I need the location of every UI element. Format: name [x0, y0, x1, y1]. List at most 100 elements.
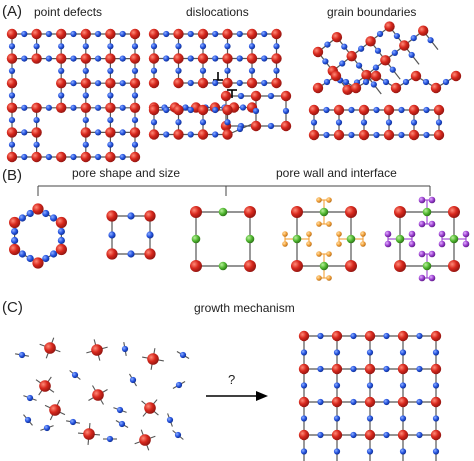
node-atom — [31, 151, 42, 163]
linker-atom — [18, 214, 27, 222]
node-atom — [250, 120, 262, 132]
node-atom — [408, 129, 420, 141]
node-atom — [448, 206, 460, 218]
node-atom — [148, 77, 160, 89]
linker-atom — [174, 431, 182, 439]
linker-atom — [116, 406, 124, 414]
functional-group-atom — [408, 240, 416, 248]
linker-atom-green — [346, 234, 356, 244]
node-atom — [32, 257, 44, 269]
linker-atom — [322, 58, 329, 65]
linker-atom — [129, 376, 137, 384]
linker-atom — [33, 117, 40, 124]
node-atom — [32, 203, 44, 215]
functional-group-atom — [438, 230, 446, 238]
linker-atom — [8, 67, 16, 74]
linker-atom — [70, 30, 77, 38]
node-atom — [312, 46, 324, 58]
linker-atom — [237, 92, 245, 100]
linker-atom-green — [422, 207, 432, 217]
linker-atom-green — [319, 261, 329, 271]
linker-atom — [370, 81, 377, 88]
node-atom — [106, 210, 118, 222]
panel-b-tag: (B) — [2, 167, 22, 184]
functional-group-atom — [306, 231, 312, 237]
linker-atom — [42, 254, 50, 263]
node-atom — [410, 70, 422, 82]
functional-group-atom — [462, 230, 470, 238]
node-atom — [291, 206, 303, 218]
linker-atom — [119, 80, 126, 87]
linker-atom — [26, 394, 34, 402]
functional-group-atom — [306, 241, 312, 247]
functional-group-atom — [428, 250, 436, 258]
linker-atom-green — [191, 234, 201, 244]
node-atom — [9, 216, 21, 229]
functional-group-atom — [282, 231, 288, 237]
linker-atom — [95, 55, 102, 62]
node-atom — [105, 127, 116, 138]
linker-atom-green — [218, 261, 228, 271]
linker-atom — [175, 381, 183, 389]
linker-atom — [432, 382, 440, 389]
linker-atom — [11, 227, 19, 236]
panel-c-tag: (C) — [2, 299, 23, 316]
node-atom — [394, 260, 406, 272]
node-atom — [56, 151, 67, 163]
linker-atom — [358, 45, 365, 52]
linker-atom — [8, 92, 16, 99]
linker-atom — [175, 67, 182, 74]
caption-pore-wall-interface: pore wall and interface — [276, 166, 397, 180]
linker-atom — [187, 106, 194, 114]
linker-atom — [416, 431, 423, 439]
node-atom — [9, 243, 21, 256]
linker-atom — [374, 47, 382, 54]
functional-group-atom — [326, 197, 332, 203]
linker-atom — [333, 349, 341, 356]
node-atom — [384, 21, 395, 32]
linker-atom — [373, 106, 380, 114]
linker-atom — [182, 104, 189, 111]
node-atom — [222, 129, 233, 140]
linker-atom — [163, 131, 170, 138]
node-atom — [144, 210, 156, 222]
node-atom — [408, 104, 420, 116]
functional-group-atom — [360, 231, 366, 237]
node-atom — [358, 129, 370, 141]
node-atom — [49, 404, 61, 416]
linker-atom — [224, 119, 231, 126]
linker-atom — [300, 382, 308, 389]
node-atom — [280, 90, 292, 102]
linker-atom — [26, 209, 34, 218]
linker-atom — [236, 30, 243, 38]
node-atom — [129, 151, 141, 163]
node-atom — [56, 53, 67, 64]
linker-atom — [261, 55, 268, 62]
linker-atom — [57, 236, 65, 245]
node-atom — [6, 127, 18, 138]
linker-atom — [33, 141, 40, 148]
node-atom — [129, 53, 141, 64]
linker-atom — [282, 107, 290, 115]
linker-atom — [383, 365, 390, 373]
node-atom — [80, 53, 92, 64]
functional-group-atom — [418, 274, 426, 282]
node-atom — [430, 330, 442, 342]
node-atom — [364, 429, 376, 441]
functional-group-atom — [326, 275, 332, 281]
node-atom — [370, 70, 382, 82]
linker-atom — [399, 448, 407, 455]
node-atom — [222, 28, 233, 40]
linker-atom — [187, 30, 194, 38]
node-atom — [244, 206, 256, 218]
node-atom — [6, 102, 18, 114]
node-atom — [80, 151, 92, 163]
linker-atom — [398, 106, 405, 114]
node-atom — [31, 28, 42, 40]
linker-atom — [95, 80, 102, 87]
node-atom — [6, 151, 18, 163]
linker-atom — [70, 55, 77, 62]
node-atom — [345, 206, 357, 218]
functional-group-atom — [384, 230, 392, 238]
linker-atom — [119, 30, 126, 38]
